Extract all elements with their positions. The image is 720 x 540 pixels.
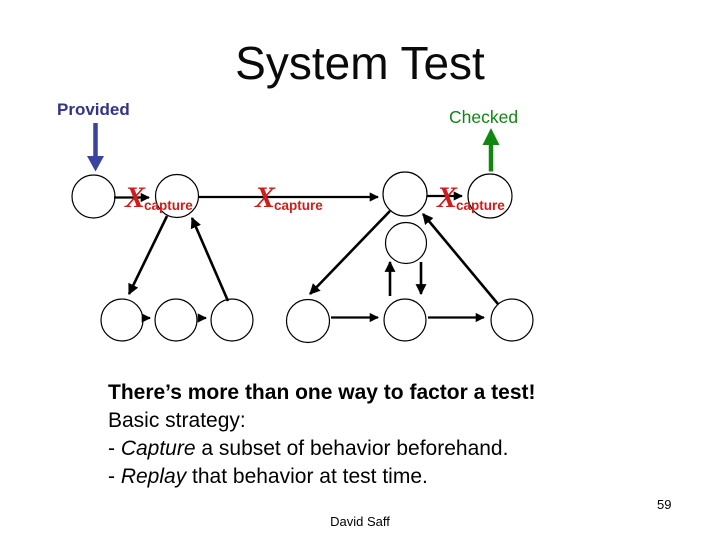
- arrow-top2-bottom1: [127, 215, 169, 295]
- capture-x-glyph: X: [125, 181, 146, 214]
- state-node-bottom-3: [210, 298, 254, 342]
- body-line-4-italic: Replay: [120, 465, 187, 488]
- arrow-bottom6-top3: [422, 213, 499, 305]
- capture-x-glyph: X: [437, 181, 458, 214]
- state-node-top-2: [154, 173, 200, 219]
- body-line-4-rest: that behavior at test time.: [186, 465, 428, 488]
- state-node-bottom-2: [154, 298, 198, 342]
- capture-x-glyph: X: [255, 181, 276, 214]
- body-line-3-prefix: -: [108, 437, 121, 460]
- footer-author: David Saff: [330, 514, 390, 529]
- capture-subscript: capture: [144, 198, 193, 213]
- state-node-bottom-1: [100, 298, 144, 342]
- body-line-4-prefix: -: [108, 465, 121, 488]
- body-line-1: There’s more than one way to factor a te…: [108, 381, 536, 404]
- state-node-bottom-4: [285, 298, 331, 344]
- body-line-4: - Replay that behavior at test time.: [108, 463, 536, 491]
- state-node-bottom-5: [383, 298, 427, 342]
- capture-subscript: capture: [274, 198, 323, 213]
- body-line-2: Basic strategy:: [108, 409, 246, 432]
- provided-arrow: [87, 123, 104, 172]
- checked-arrow: [482, 128, 500, 172]
- provided-label: Provided: [57, 100, 130, 119]
- page-number: 59: [657, 497, 672, 512]
- checked-arrow-head: [482, 128, 500, 145]
- page-title: System Test: [235, 37, 485, 89]
- state-node-top-4: [467, 173, 513, 219]
- body-text: There’s more than one way to factor a te…: [108, 379, 536, 491]
- body-line-3-rest: a subset of behavior beforehand.: [195, 437, 509, 460]
- state-node-bottom-6: [490, 298, 534, 342]
- body-line-3-italic: Capture: [120, 437, 196, 460]
- state-node-top-1: [71, 174, 116, 219]
- checked-label: Checked: [449, 107, 519, 127]
- state-node-mid: [384, 221, 428, 265]
- provided-arrow-head: [87, 156, 104, 172]
- arrow-top3-bottom4: [309, 210, 391, 295]
- arrow-bottom3-top2: [190, 216, 230, 302]
- body-line-3: - Capture a subset of behavior beforehan…: [108, 435, 536, 463]
- state-node-top-3: [382, 171, 428, 217]
- capture-subscript: capture: [456, 198, 505, 213]
